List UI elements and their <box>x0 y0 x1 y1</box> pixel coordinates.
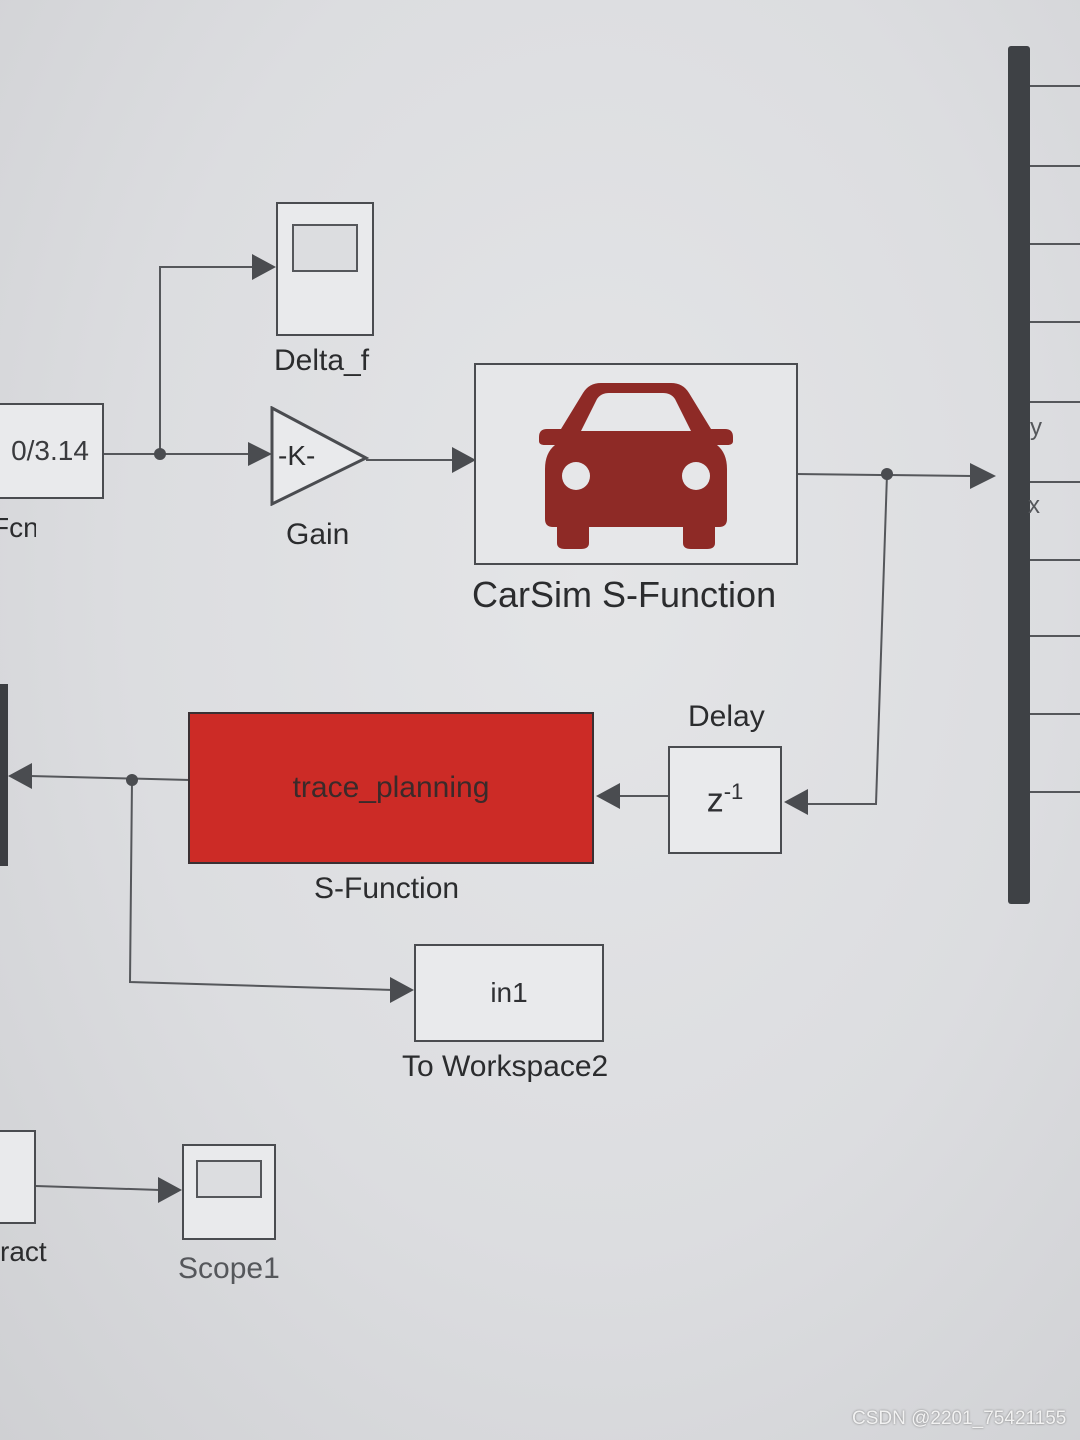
delay-block[interactable]: z-1 <box>668 746 782 854</box>
scope-screen-icon <box>196 1160 262 1198</box>
delay-label: Delay <box>688 700 765 733</box>
carsim-s-function-block[interactable] <box>474 363 798 565</box>
scope-delta-f-label: Delta_f <box>274 344 370 377</box>
to-workspace-label: To Workspace2 <box>402 1050 609 1083</box>
fcn-expression: 0/3.14 <box>11 435 89 466</box>
fcn-label: Fcn <box>0 512 36 543</box>
to-workspace-block[interactable]: in1 <box>414 944 604 1042</box>
scope1-block[interactable] <box>182 1144 276 1240</box>
trace-planning-block[interactable]: trace_planning <box>188 712 594 864</box>
bus-port-x: x <box>1028 492 1040 519</box>
scope1-label: Scope1 <box>178 1252 280 1285</box>
watermark: CSDN @2201_75421155 <box>852 1408 1067 1429</box>
scope-screen-icon <box>292 224 358 272</box>
subtract-label: ract <box>0 1236 47 1267</box>
s-function-label: S-Function <box>314 872 460 905</box>
subtract-block[interactable] <box>0 1130 36 1224</box>
scope-delta-f[interactable] <box>276 202 374 336</box>
to-workspace-variable: in1 <box>490 977 528 1008</box>
left-mux-edge[interactable] <box>0 684 8 866</box>
bus-port-y: y <box>1030 414 1042 441</box>
gain-value: -K- <box>278 440 316 471</box>
gain-block[interactable] <box>270 406 370 506</box>
bus-bar[interactable] <box>1008 46 1030 904</box>
delay-value: z-1 <box>706 779 744 820</box>
car-icon <box>539 383 733 549</box>
gain-label: Gain <box>286 518 350 551</box>
fcn-block[interactable]: 0/3.14 <box>0 403 104 499</box>
trace-planning-name: trace_planning <box>292 771 490 804</box>
carsim-s-function-label: CarSim S-Function <box>472 574 777 615</box>
